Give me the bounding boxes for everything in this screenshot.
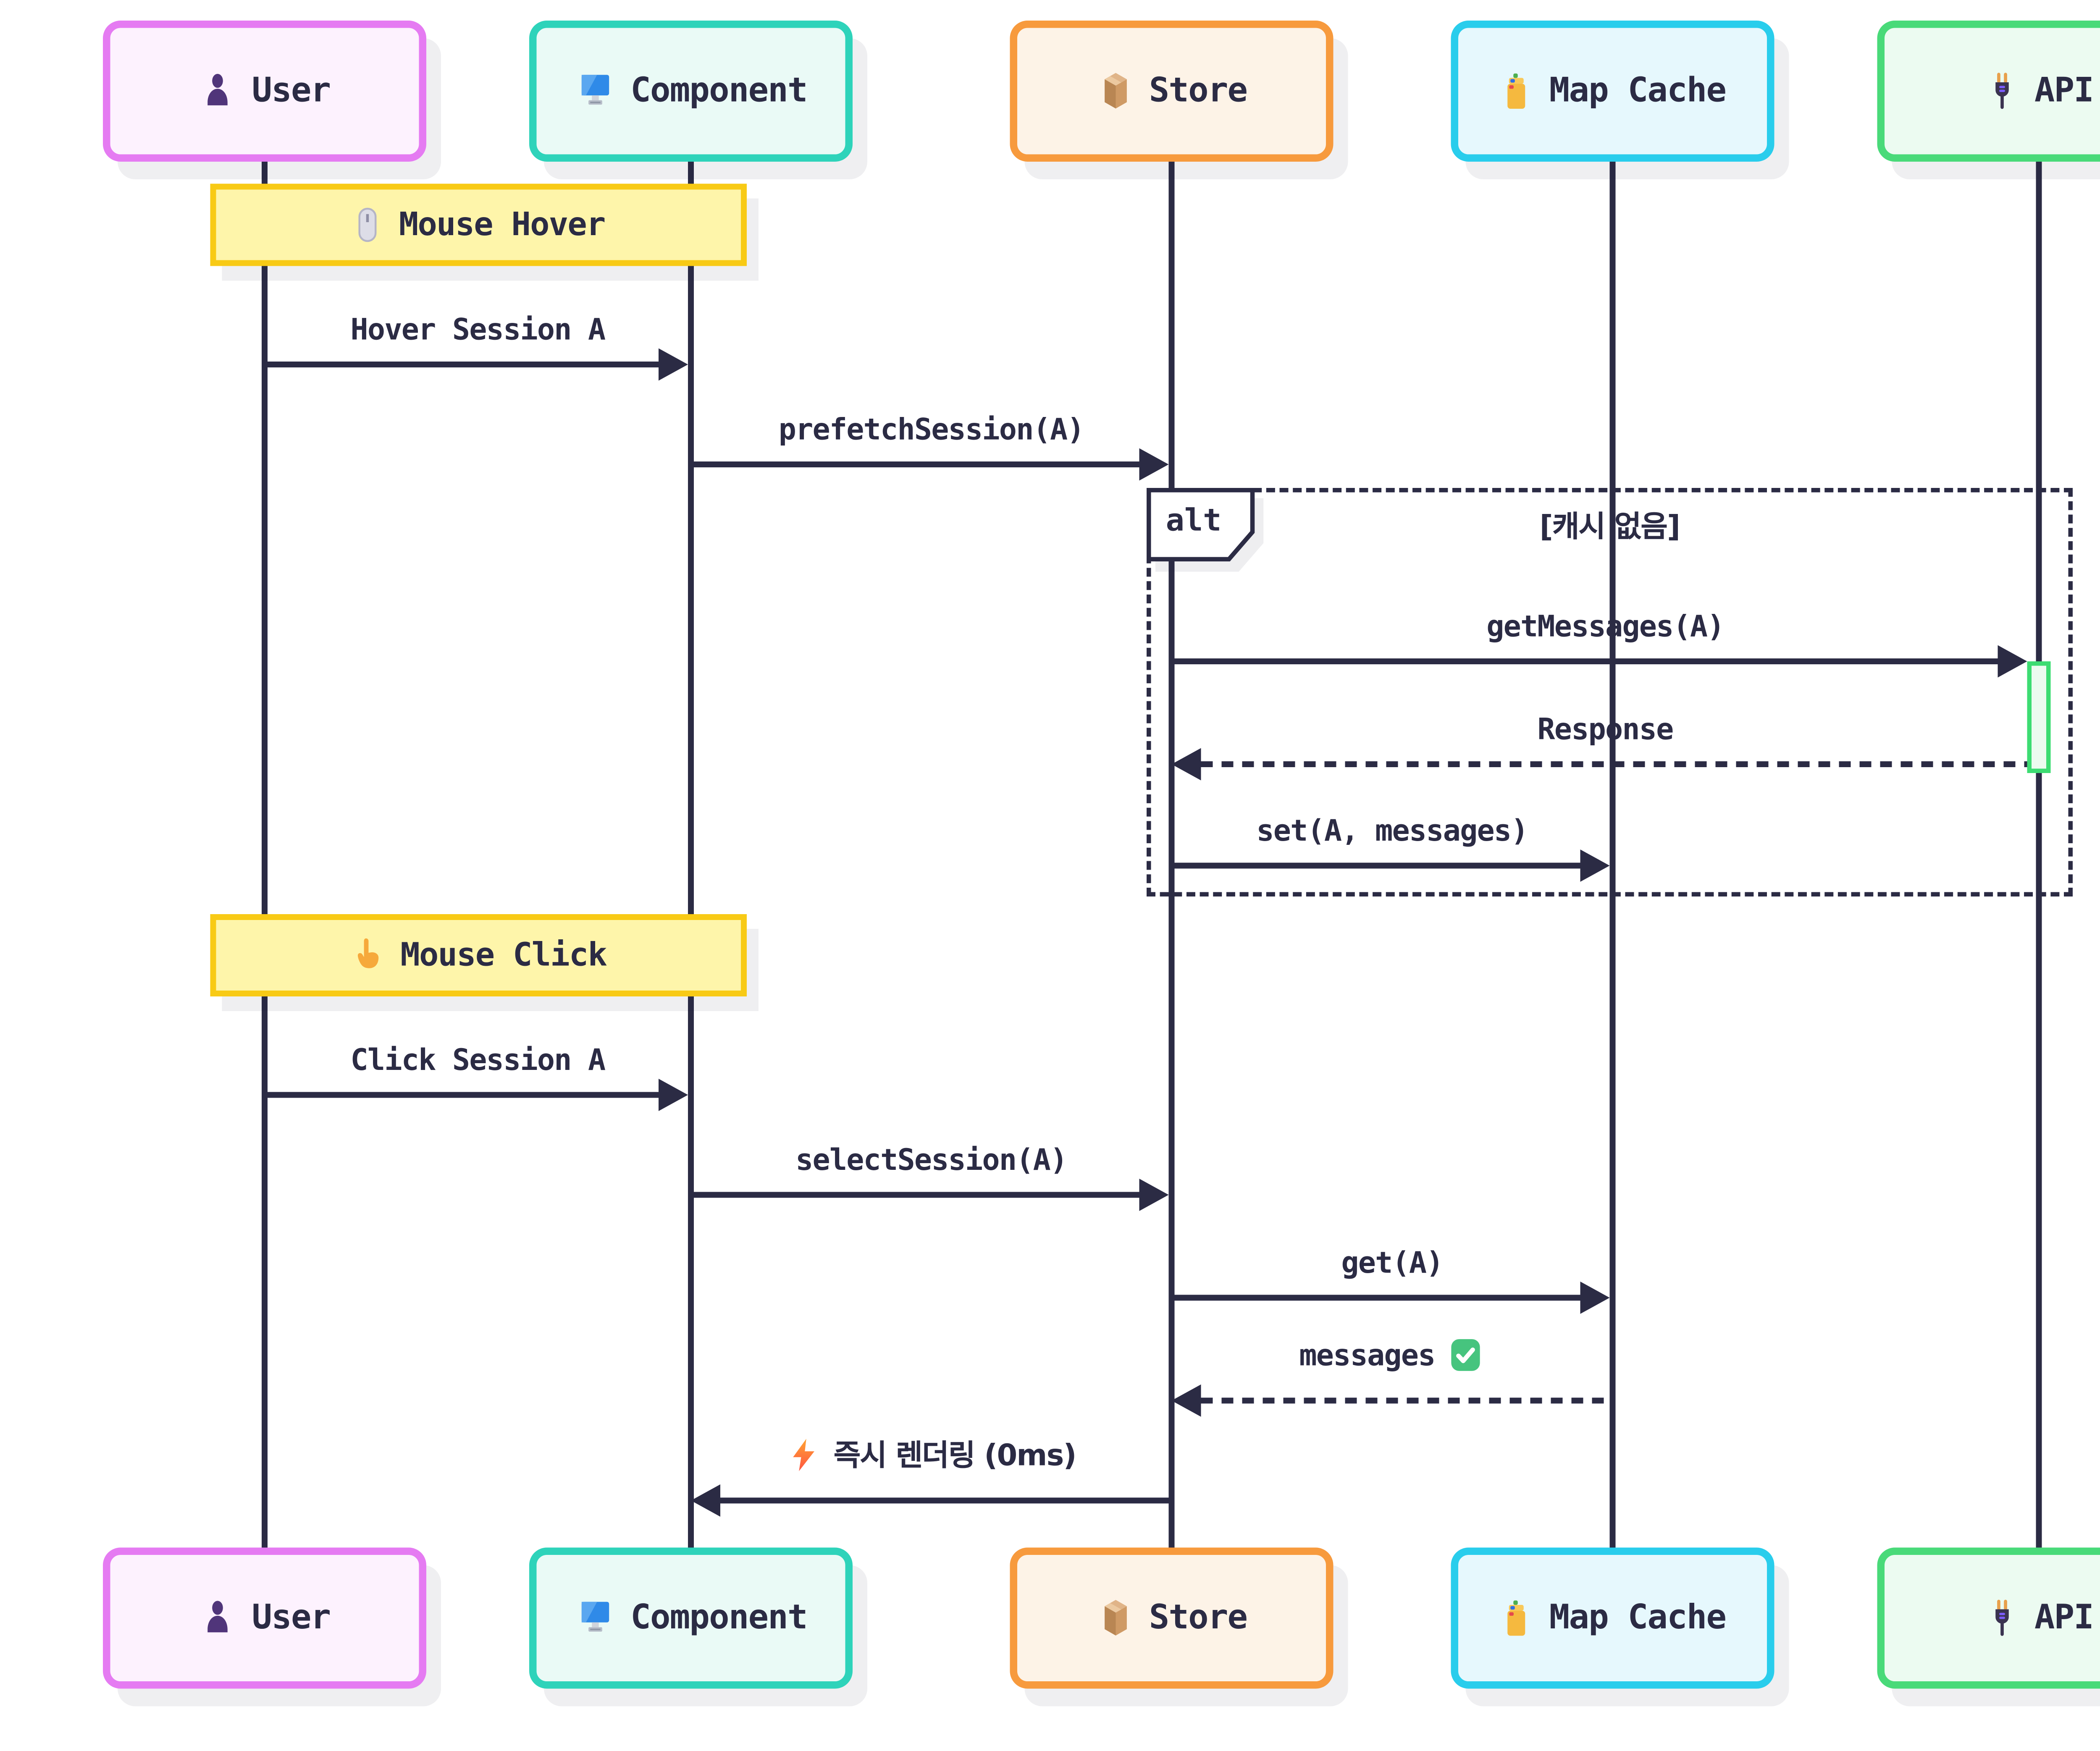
api-activation-bar <box>2027 661 2051 773</box>
check-mark-icon <box>1447 1336 1485 1374</box>
message-arrow-line <box>1174 658 1998 664</box>
mouse-icon <box>352 206 384 244</box>
person-icon <box>199 1598 237 1639</box>
arrowhead-icon <box>1139 448 1169 481</box>
message-arrow-line <box>1201 761 2027 767</box>
card-index-icon <box>1499 1598 1535 1639</box>
package-icon <box>1096 1598 1134 1639</box>
participant-map-cache-top: Map Cache <box>1451 21 1774 162</box>
alt-frame <box>1147 488 2073 896</box>
message-arrow-line <box>268 362 659 367</box>
participant-user-top: User <box>103 21 426 162</box>
message-label: prefetchSession(A) <box>778 412 1085 447</box>
participant-map-cache-bottom: Map Cache <box>1451 1547 1774 1689</box>
arrowhead-icon <box>659 348 688 381</box>
lifeline-component <box>688 162 694 1548</box>
electric-plug-icon <box>1984 1598 2020 1639</box>
message-arrow-line <box>720 1497 1169 1504</box>
card-index-icon <box>1499 71 1535 112</box>
participant-user-bottom: User <box>103 1547 426 1689</box>
message-arrow-line <box>694 1192 1139 1198</box>
message-label: getMessages(A) <box>1486 608 1725 644</box>
arrowhead-icon <box>659 1079 688 1111</box>
participant-label: API <box>2034 72 2094 110</box>
arrowhead-icon <box>691 1484 720 1517</box>
arrowhead-icon <box>1139 1179 1169 1211</box>
alt-label-text: alt <box>1166 503 1222 538</box>
message-arrow-line <box>1174 862 1580 869</box>
note-label: Mouse Click <box>400 937 607 974</box>
lifeline-user <box>262 162 268 1548</box>
message-arrow-line <box>694 461 1139 467</box>
message-label: Click Session A <box>350 1042 606 1077</box>
participant-component-bottom: Component <box>529 1547 853 1689</box>
person-icon <box>199 71 237 112</box>
message-arrow-line <box>268 1092 659 1098</box>
arrowhead-icon <box>1998 645 2027 678</box>
message-label: 즉시 렌더링 (0ms) <box>691 1434 1172 1476</box>
lifeline-map-cache <box>1609 162 1616 1548</box>
message-label: Hover Session A <box>350 312 606 347</box>
alt-label: alt <box>1147 488 1255 561</box>
participant-label: Component <box>630 72 808 110</box>
participant-store-bottom: Store <box>1010 1547 1334 1689</box>
pointing-hand-icon <box>350 936 386 975</box>
message-label: selectSession(A) <box>795 1142 1068 1177</box>
lightning-icon <box>787 1437 822 1473</box>
alt-condition: [캐시 없음] <box>1539 509 1681 544</box>
participant-component-top: Component <box>529 21 853 162</box>
lifeline-api <box>2036 162 2042 1548</box>
electric-plug-icon <box>1984 71 2020 112</box>
message-label: get(A) <box>1341 1245 1444 1280</box>
participant-label: API <box>2034 1599 2094 1637</box>
participant-label: Store <box>1149 72 1248 110</box>
participant-label: Store <box>1149 1599 1248 1637</box>
message-label: set(A, messages) <box>1256 813 1528 848</box>
message-label: messages <box>1172 1334 1613 1376</box>
message-arrow-line <box>1174 1295 1580 1301</box>
arrowhead-icon <box>1171 748 1201 781</box>
participant-api-bottom: API <box>1877 1547 2100 1689</box>
participant-label: User <box>252 1599 331 1637</box>
message-label: Response <box>1537 711 1674 747</box>
participant-store-top: Store <box>1010 21 1334 162</box>
participant-api-top: API <box>1877 21 2100 162</box>
desktop-computer-icon <box>575 71 616 112</box>
participant-label: User <box>252 72 331 110</box>
arrowhead-icon <box>1580 1282 1610 1314</box>
desktop-computer-icon <box>575 1598 616 1639</box>
note-mouse-hover: Mouse Hover <box>210 183 747 266</box>
message-arrow-line <box>1201 1397 1610 1404</box>
note-mouse-click: Mouse Click <box>210 914 747 996</box>
participant-label: Map Cache <box>1549 72 1727 110</box>
note-label: Mouse Hover <box>399 206 606 244</box>
arrowhead-icon <box>1171 1384 1201 1417</box>
arrowhead-icon <box>1580 849 1610 882</box>
participant-label: Component <box>630 1599 808 1637</box>
package-icon <box>1096 71 1134 112</box>
participant-label: Map Cache <box>1549 1599 1727 1637</box>
